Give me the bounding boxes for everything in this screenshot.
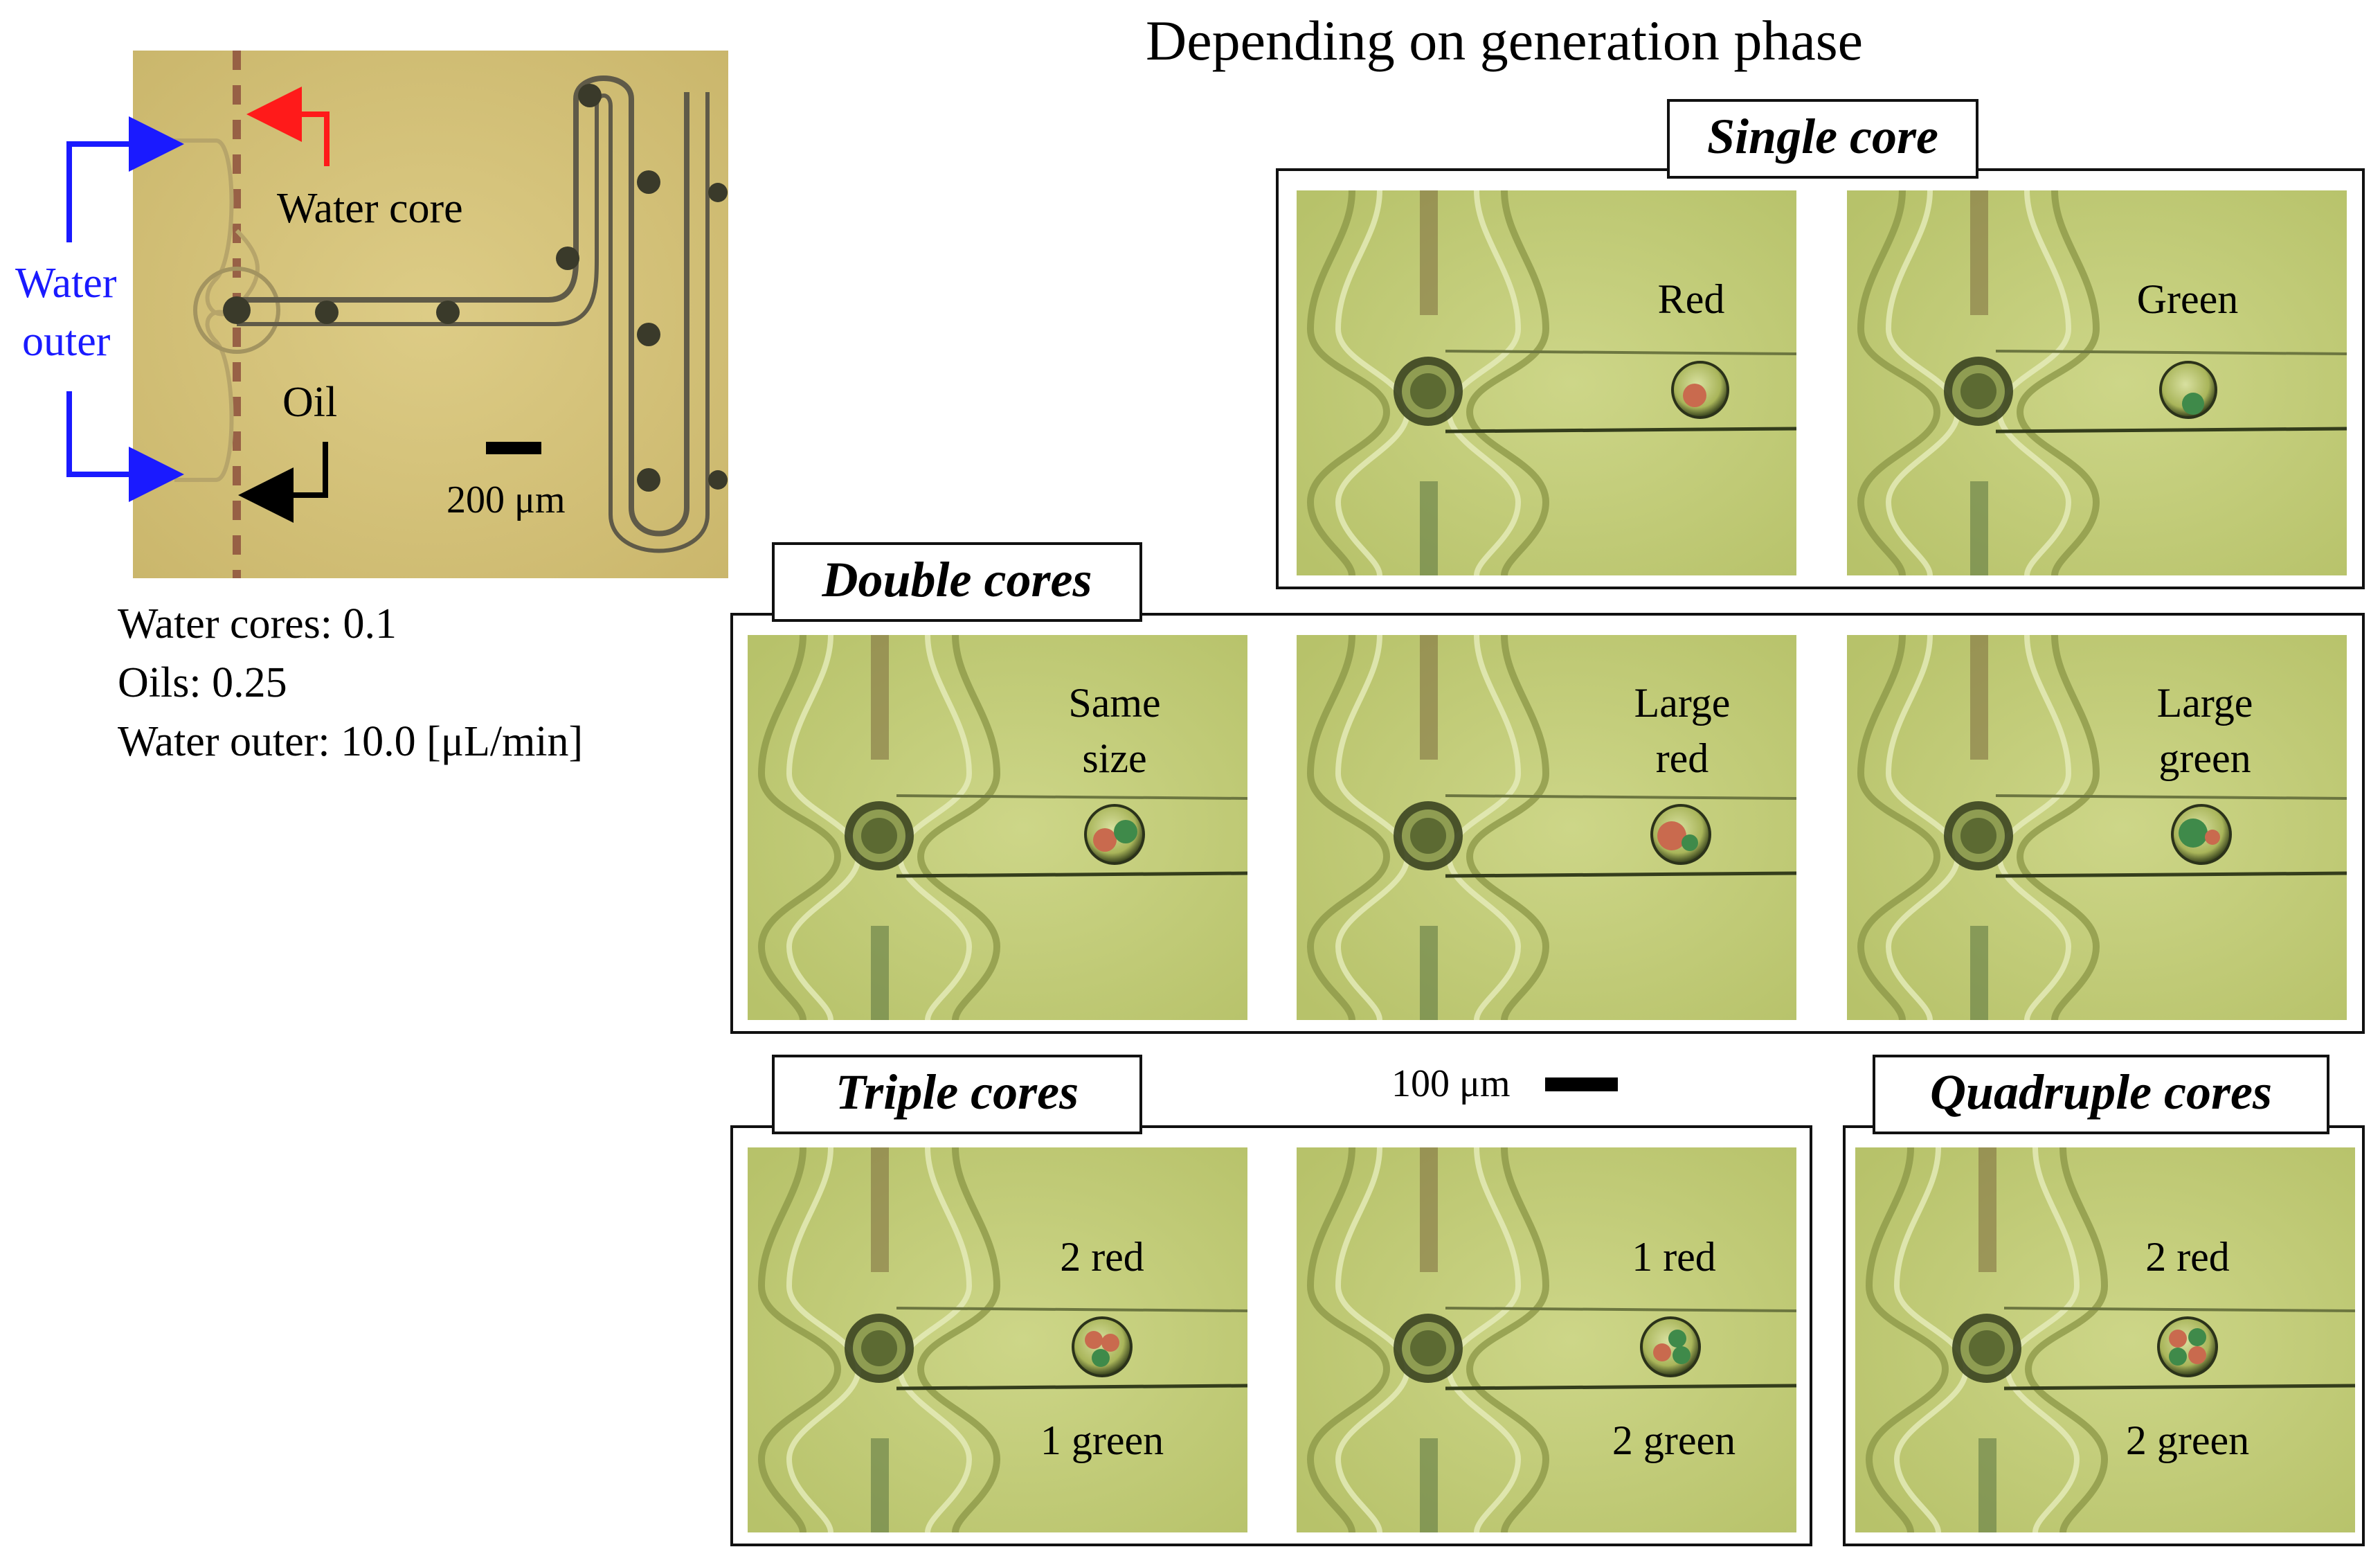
triple-cores-1green-label: 1 green	[1040, 1418, 1164, 1463]
single-core-green-label: Green	[2136, 276, 2239, 322]
quadruple-cores-2red-label: 2 red	[2145, 1234, 2230, 1280]
main-scale-bar	[1545, 1077, 1618, 1091]
water-outer-label-line1: Water	[15, 260, 117, 307]
single-core-green-image	[1847, 190, 2347, 575]
flow-rate-water-outer: Water outer: 10.0 [μL/min]	[118, 718, 584, 765]
double-cores-large-red-label-2: red	[1655, 735, 1709, 781]
double-cores-large-green-label-2: green	[2158, 735, 2251, 781]
chip-overview-image	[133, 51, 728, 578]
double-cores-large-green-label-1: Large	[2156, 680, 2253, 726]
flow-rate-oils: Oils: 0.25	[118, 659, 287, 706]
single-core-title: Single core	[1667, 99, 1978, 179]
single-core-red-label: Red	[1657, 276, 1725, 322]
chip-scale-bar-label: 200 μm	[447, 479, 566, 521]
oil-label: Oil	[282, 379, 338, 426]
triple-cores-2red-1green-image	[748, 1147, 1247, 1532]
double-cores-same-size-image	[748, 635, 1247, 1020]
double-cores-large-green-image	[1847, 635, 2347, 1020]
water-core-label: Water core	[277, 185, 463, 232]
main-scale-bar-label: 100 μm	[1391, 1062, 1511, 1105]
quadruple-cores-2green-label: 2 green	[2125, 1418, 2250, 1463]
double-cores-title: Double cores	[772, 542, 1142, 622]
page-title: Depending on generation phase	[1146, 9, 1864, 72]
triple-cores-2red-label: 2 red	[1060, 1234, 1144, 1280]
chip-annotation-arrows	[66, 87, 330, 523]
single-core-red-image	[1297, 190, 1796, 575]
triple-cores-title: Triple cores	[772, 1055, 1142, 1134]
flow-rate-water-cores: Water cores: 0.1	[118, 600, 397, 647]
double-cores-large-red-image	[1297, 635, 1796, 1020]
quadruple-cores-title: Quadruple cores	[1873, 1055, 2329, 1134]
double-cores-same-size-label-2: size	[1082, 735, 1147, 781]
double-cores-large-red-label-1: Large	[1634, 680, 1731, 726]
double-cores-same-size-label-1: Same	[1068, 680, 1161, 726]
triple-cores-1red-label: 1 red	[1632, 1234, 1716, 1280]
water-outer-label-line2: outer	[22, 318, 111, 365]
quadruple-cores-2red-2green-image	[1855, 1147, 2355, 1532]
triple-cores-2green-label: 2 green	[1612, 1418, 1736, 1463]
triple-cores-1red-2green-image	[1297, 1147, 1796, 1532]
